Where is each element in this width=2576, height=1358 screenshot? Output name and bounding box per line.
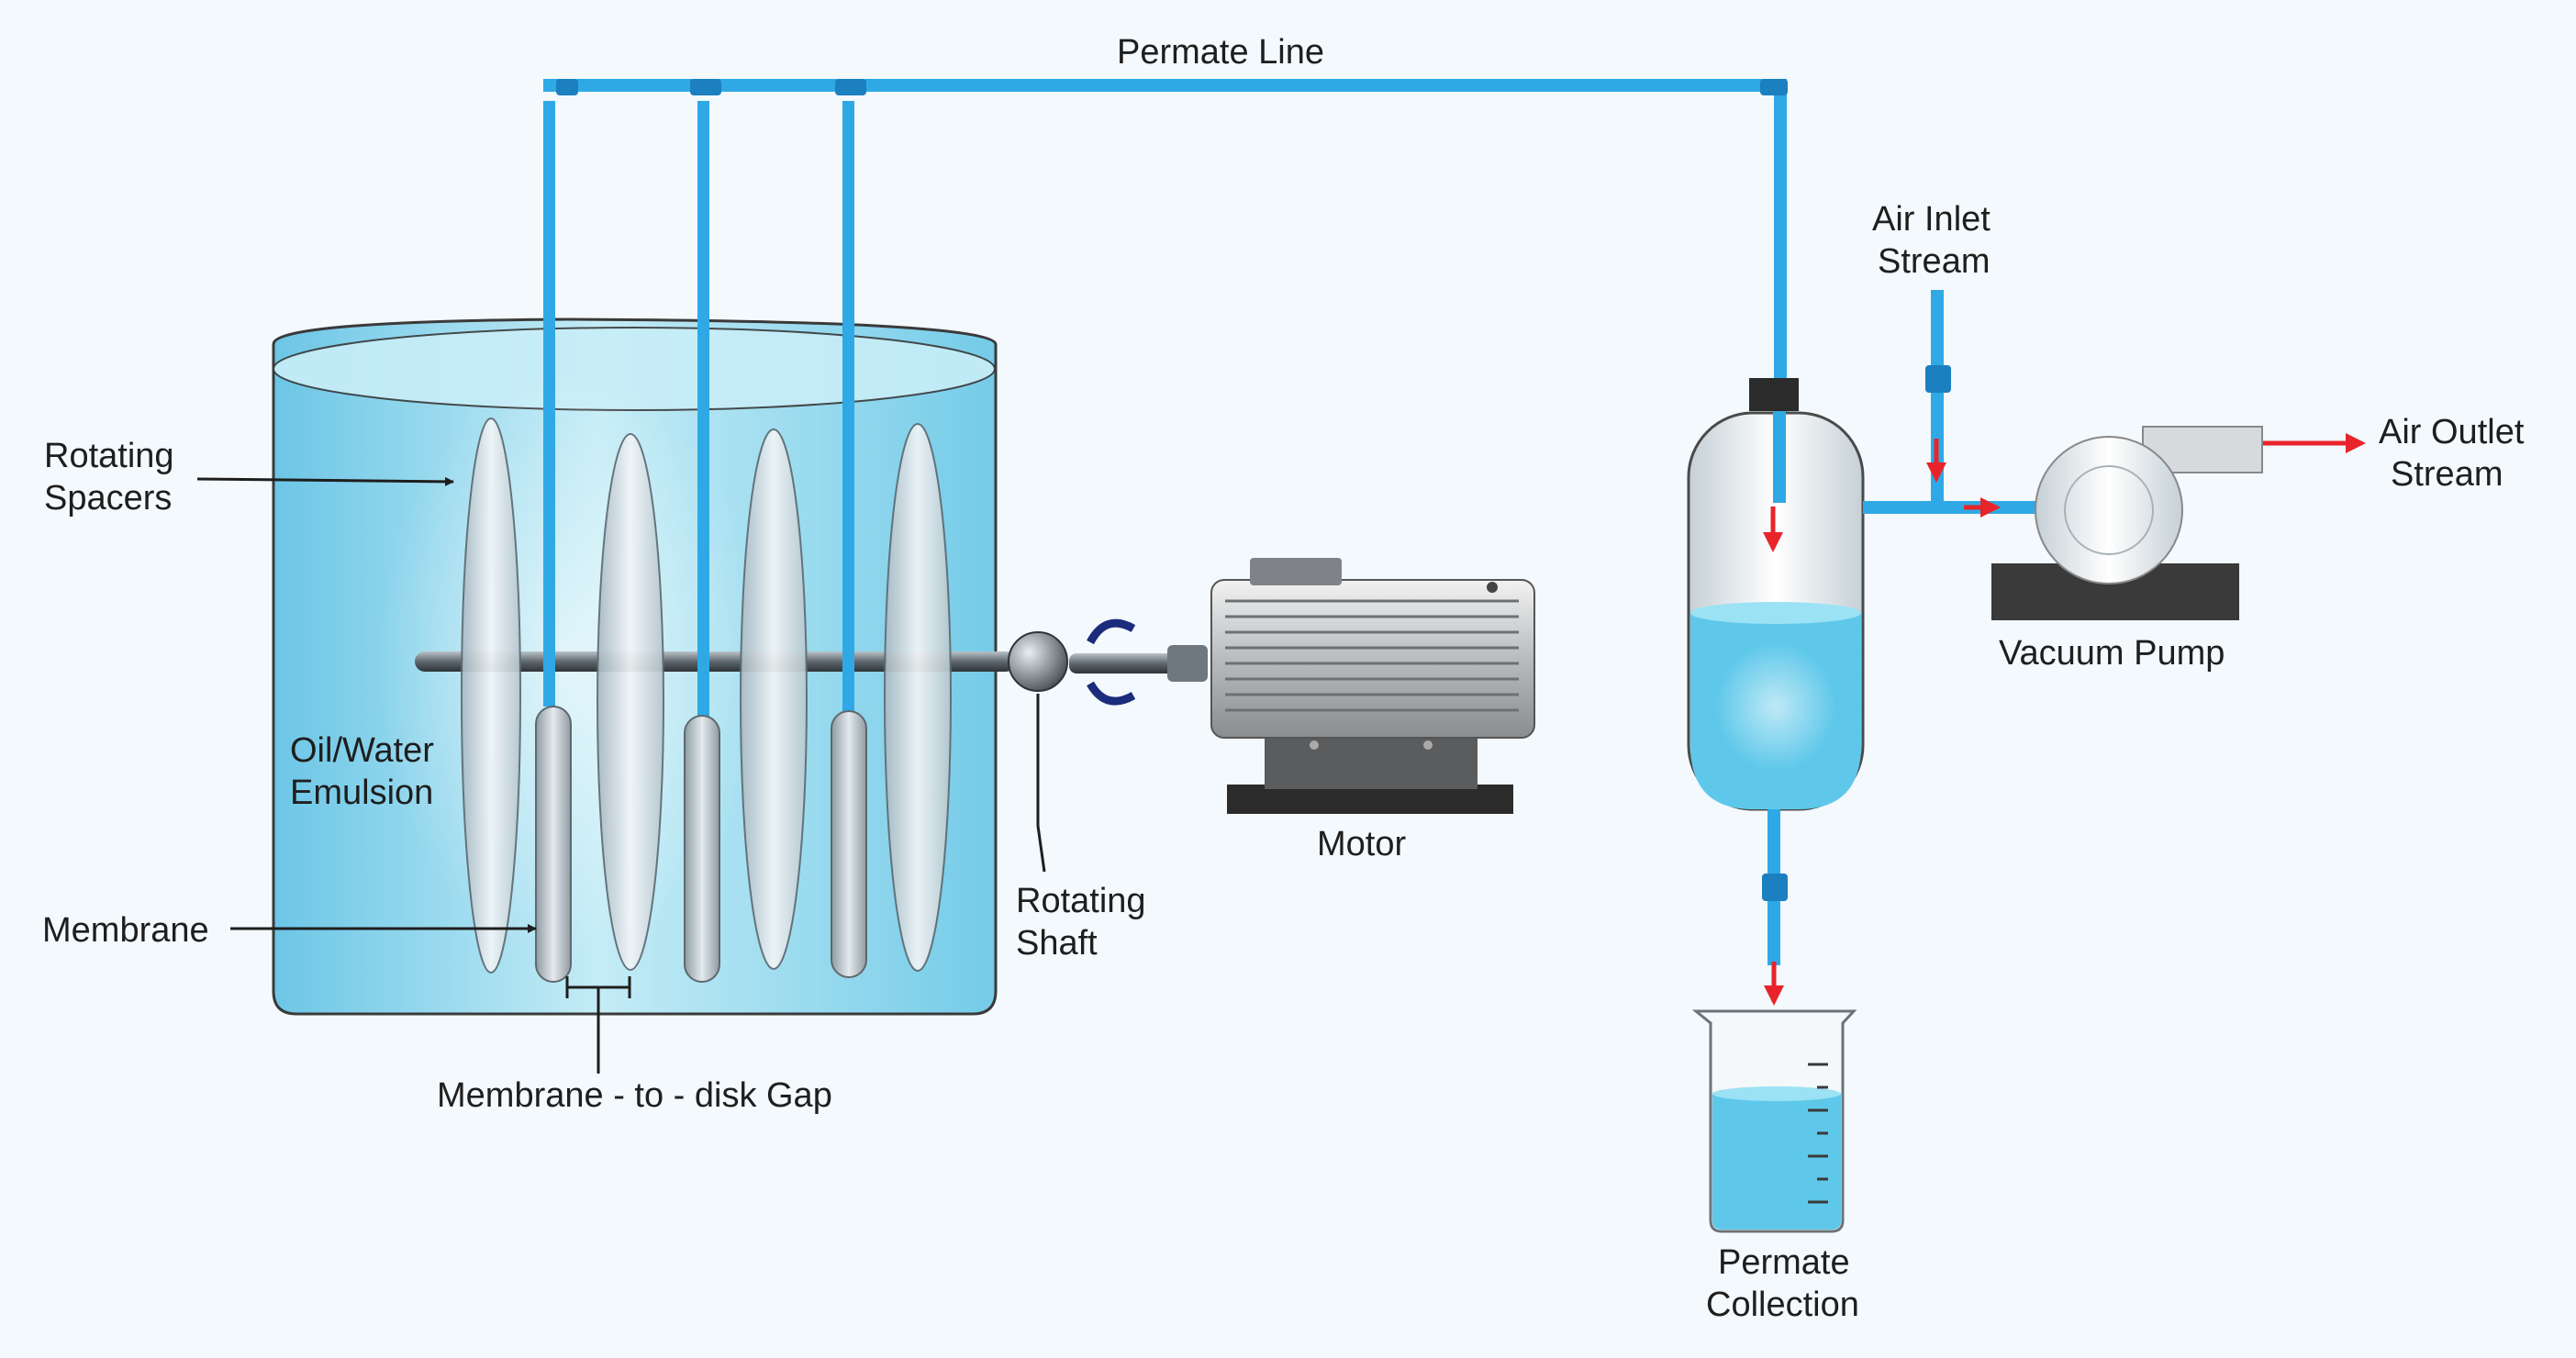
motor bbox=[1210, 558, 1535, 814]
rotating-spacers bbox=[461, 417, 952, 974]
label-rotating-shaft-2: Shaft bbox=[1016, 924, 1098, 963]
vacuum-pump bbox=[1991, 426, 2263, 620]
label-rotating-shaft: Rotating bbox=[1016, 882, 1146, 920]
label-membrane: Membrane bbox=[42, 911, 209, 950]
label-air-inlet: Air Inlet bbox=[1872, 200, 1991, 239]
membrane-tube bbox=[684, 715, 720, 983]
label-air-inlet-2: Stream bbox=[1878, 242, 1990, 281]
label-emulsion-2: Emulsion bbox=[290, 774, 433, 812]
label-rotating-spacers-2: Spacers bbox=[44, 479, 172, 518]
flow-arrows bbox=[1763, 433, 2366, 1006]
label-emulsion: Oil/Water bbox=[290, 731, 434, 770]
label-air-outlet: Air Outlet bbox=[2379, 413, 2525, 451]
vacuum-pipework bbox=[1863, 290, 2037, 514]
label-permeate-collection-2: Collection bbox=[1706, 1286, 1859, 1324]
spacer-disk bbox=[597, 433, 664, 971]
collection-beaker bbox=[1691, 1009, 1857, 1233]
membrane-tube bbox=[831, 710, 867, 978]
label-motor: Motor bbox=[1317, 825, 1406, 863]
label-permeate-line: Permate Line bbox=[1117, 33, 1324, 72]
label-vacuum-pump: Vacuum Pump bbox=[1999, 634, 2225, 673]
spacer-disk bbox=[884, 423, 952, 972]
spacer-disk bbox=[740, 429, 808, 970]
label-membrane-disk-gap: Membrane - to - disk Gap bbox=[437, 1076, 832, 1115]
membrane-tube bbox=[535, 706, 572, 983]
rotation-arrows-icon bbox=[1087, 618, 1136, 706]
label-permeate-collection: Permate bbox=[1718, 1243, 1850, 1282]
membranes bbox=[535, 101, 867, 983]
label-air-outlet-2: Stream bbox=[2391, 455, 2503, 494]
label-rotating-spacers: Rotating bbox=[44, 437, 174, 475]
leader-lines bbox=[196, 476, 1046, 1074]
permeate-vessel bbox=[1687, 378, 1865, 965]
spacer-disk bbox=[461, 417, 521, 974]
rotating-shaft bbox=[415, 631, 1208, 692]
